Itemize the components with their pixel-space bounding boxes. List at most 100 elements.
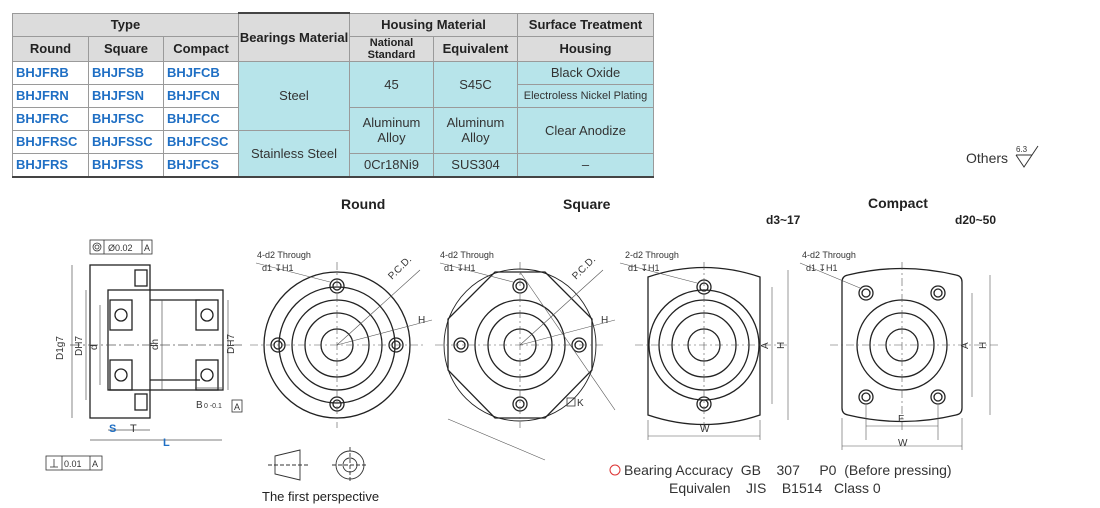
- perpendicularity-frame: [45, 455, 103, 471]
- round-pcd-label: P.C.D.: [386, 254, 414, 282]
- others-label: Others: [966, 150, 1009, 166]
- label-b-tol: 0 -0.1: [204, 403, 222, 410]
- compact-small-depth: d1 ↧H1: [628, 263, 660, 273]
- material-steel: Steel: [238, 60, 350, 131]
- square-centerlines: [435, 262, 616, 461]
- label-dh: dh: [150, 339, 161, 350]
- roughness-symbol: [1015, 145, 1039, 168]
- part-number: BHJFSB: [88, 60, 164, 85]
- square-k-box: [566, 397, 576, 407]
- part-number: BHJFCN: [163, 83, 239, 108]
- spec-table: Type Bearings Material Housing Material …: [12, 12, 654, 178]
- first-perspective-label: The first perspective: [262, 489, 380, 504]
- bearings-header: Bearings Material: [238, 12, 350, 62]
- material-stainless: Stainless Steel: [238, 129, 350, 177]
- equivalent-header: Equivalent: [433, 35, 518, 62]
- compact-large-through: 4-d2 Through: [802, 250, 856, 260]
- compact-small-range: d3~17: [766, 213, 801, 227]
- round-depth-label: d1 ↧H1: [262, 263, 294, 273]
- square-h-label: H: [601, 315, 608, 326]
- square-title: Square: [563, 196, 611, 212]
- perp-datum: A: [92, 459, 98, 469]
- compact-small-h: H: [776, 342, 787, 349]
- compact-large-h: H: [978, 342, 989, 349]
- section-centerline: [70, 265, 245, 441]
- compact-header: Compact: [163, 35, 239, 62]
- compact-large-f: F: [898, 414, 904, 425]
- part-number: BHJFSN: [88, 83, 164, 108]
- perp-value: 0.01: [64, 459, 82, 469]
- round-view: [263, 271, 411, 419]
- compact-large-range: d20~50: [955, 213, 997, 227]
- part-number: BHJFCSC: [163, 129, 239, 154]
- section-view: [89, 264, 224, 419]
- accuracy-line2: Equivalen JIS B1514 Class 0: [669, 480, 881, 496]
- equivalent-s45c: S45C: [433, 60, 518, 108]
- equivalent-sus304: SUS304: [433, 152, 518, 177]
- datum-box: [231, 399, 243, 413]
- part-number: BHJFSSC: [88, 129, 164, 154]
- compact-large-a: A: [960, 342, 971, 349]
- national-45: 45: [349, 60, 434, 108]
- part-number: BHJFRB: [12, 60, 89, 85]
- national-aluminum: Aluminum Alloy: [349, 106, 434, 154]
- equivalent-aluminum: Aluminum Alloy: [433, 106, 518, 154]
- housing-header: Housing: [517, 35, 654, 62]
- part-number: BHJFRS: [12, 152, 89, 177]
- concentricity-frame: [89, 239, 153, 255]
- label-d1g7: D1g7: [55, 336, 66, 360]
- compact-large-view: [841, 267, 963, 423]
- national-0cr18ni9: 0Cr18Ni9: [349, 152, 434, 177]
- square-view: [443, 268, 597, 422]
- label-l: L: [163, 437, 170, 449]
- compact-title: Compact: [868, 195, 928, 211]
- part-number: BHJFRN: [12, 83, 89, 108]
- type-header: Type: [12, 12, 239, 37]
- accuracy-marker-icon: [609, 464, 621, 476]
- square-pcd-label: P.C.D.: [570, 254, 598, 282]
- square-depth-label: d1 ↧H1: [444, 263, 476, 273]
- concentricity-value: Ø0.02: [108, 243, 133, 253]
- label-b: B: [196, 400, 203, 411]
- surface-dash: –: [517, 152, 654, 177]
- round-h-label: H: [418, 315, 425, 326]
- accuracy-line1: Bearing Accuracy GB 307 P0 (Before press…: [624, 462, 952, 478]
- concentricity-datum: A: [144, 243, 150, 253]
- datum-label: A: [234, 402, 240, 412]
- part-number: BHJFSS: [88, 152, 164, 177]
- part-number: BHJFCB: [163, 60, 239, 85]
- square-through-label: 4-d2 Through: [440, 250, 494, 260]
- round-centerlines: [250, 262, 433, 428]
- compact-small-a: A: [760, 342, 771, 349]
- compact-small-through: 2-d2 Through: [625, 250, 679, 260]
- compact-small-view: [647, 266, 761, 426]
- label-s: S: [109, 423, 116, 435]
- part-number: BHJFCS: [163, 152, 239, 177]
- square-header: Square: [88, 35, 164, 62]
- compact-small-w: W: [700, 424, 710, 435]
- part-number: BHJFRSC: [12, 129, 89, 154]
- round-title: Round: [341, 196, 386, 212]
- part-number: BHJFRC: [12, 106, 89, 131]
- first-perspective-symbol: [268, 447, 368, 483]
- label-t: T: [130, 423, 137, 435]
- label-dh7-left: DH7: [74, 336, 85, 356]
- national-header: National Standard: [349, 35, 434, 62]
- housing-material-header: Housing Material: [349, 12, 518, 37]
- part-number: BHJFSC: [88, 106, 164, 131]
- compact-large-dims: [799, 262, 1000, 450]
- part-number: BHJFCC: [163, 106, 239, 131]
- compact-large-w: W: [898, 438, 908, 449]
- label-d: d: [89, 344, 100, 350]
- surface-header: Surface Treatment: [517, 12, 654, 37]
- compact-large-depth: d1 ↧H1: [806, 263, 838, 273]
- others-note: Others: [966, 150, 1008, 166]
- label-dh7-right: DH7: [226, 334, 237, 354]
- round-header: Round: [12, 35, 89, 62]
- surface-black-oxide: Black Oxide: [517, 60, 654, 85]
- surface-nickel: Electroless Nickel Plating: [517, 83, 654, 108]
- surface-clear-anodize: Clear Anodize: [517, 106, 654, 154]
- roughness-value: 6.3: [1016, 145, 1028, 154]
- round-through-label: 4-d2 Through: [257, 250, 311, 260]
- square-k-label: K: [577, 398, 584, 409]
